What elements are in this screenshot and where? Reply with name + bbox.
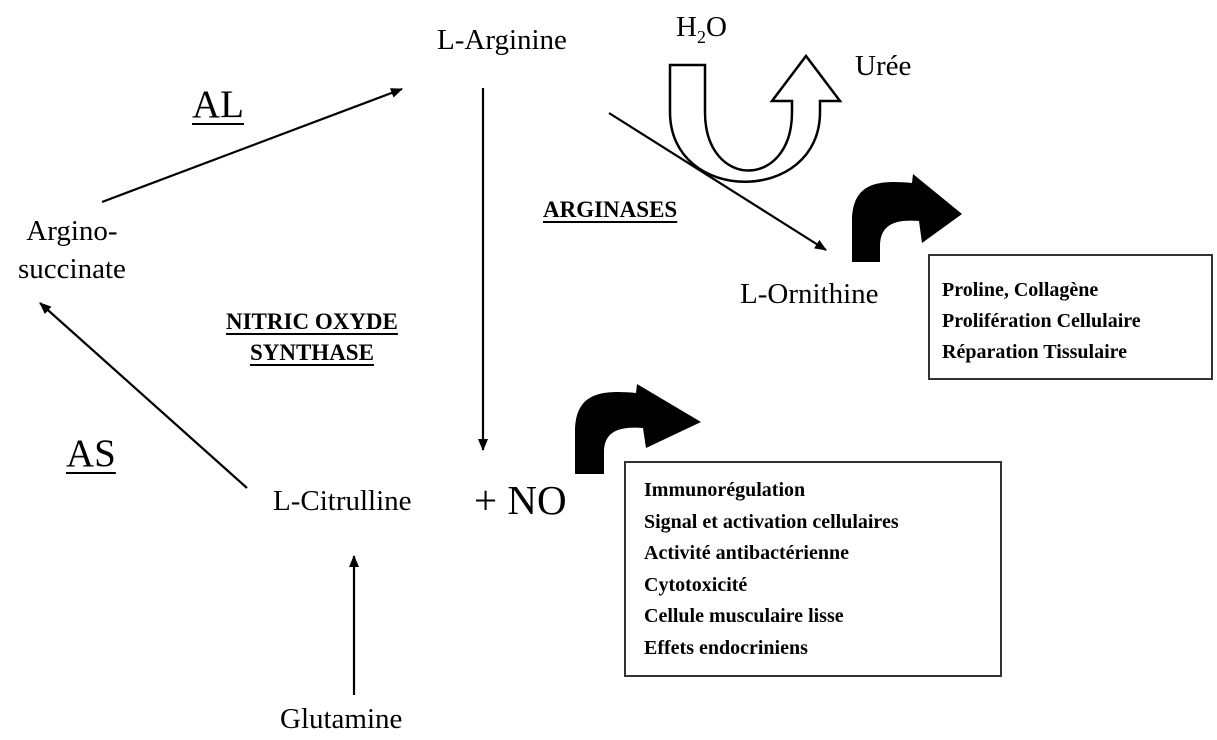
node-no: + NO — [474, 477, 567, 523]
water-subscript: 2 — [696, 26, 706, 47]
no-effect-item: Signal et activation cellulaires — [644, 510, 899, 533]
ornithine-effect-item: Prolifération Cellulaire — [942, 310, 1141, 332]
node-argininosuccinate-line2: succinate — [18, 253, 126, 285]
node-uree: Urée — [855, 50, 912, 82]
node-water: H2O — [676, 13, 727, 46]
node-argininosuccinate: Argino- succinate — [18, 212, 126, 288]
no-effect-item: Effets endocriniens — [644, 636, 808, 659]
node-glutamine: Glutamine — [280, 703, 403, 735]
no-effect-item: Immunorégulation — [644, 479, 806, 501]
ornithine-effects-list: Proline, Collagène Prolifération Cellula… — [942, 275, 1211, 368]
arrow-citrulline-to-argininosuccinate — [39, 302, 248, 489]
ornithine-effect-item: Réparation Tissulaire — [942, 341, 1128, 363]
enzyme-nos-line2: SYNTHASE — [249, 340, 374, 365]
node-arginine: L-Arginine — [437, 24, 567, 56]
ornithine-effect-item: Proline, Collagène — [942, 279, 1099, 301]
node-argininosuccinate-line1: Argino- — [26, 215, 118, 247]
no-effect-item: Cytotoxicité — [644, 573, 748, 596]
enzyme-arginases: ARGINASES — [543, 197, 678, 222]
water-o: O — [705, 11, 727, 43]
curved-arrow-no-icon — [575, 384, 701, 474]
enzyme-al: AL — [192, 83, 244, 126]
arrow-arginine-to-ornithine — [608, 112, 827, 251]
curved-arrow-ornithine-icon — [852, 174, 962, 262]
no-effects-box: Immunorégulation Signal et activation ce… — [624, 461, 1002, 677]
enzyme-nos-line1: NITRIC OXYDE — [226, 309, 398, 334]
enzyme-as: AS — [66, 432, 116, 475]
ornithine-effects-box: Proline, Collagène Prolifération Cellula… — [928, 254, 1213, 380]
node-citrulline: L-Citrulline — [273, 485, 412, 517]
enzyme-nos: NITRIC OXYDE SYNTHASE — [226, 306, 398, 368]
no-effects-list: Immunorégulation Signal et activation ce… — [644, 475, 1000, 664]
hollow-u-arrow-shape — [668, 53, 843, 183]
arrow-argininosuccinate-to-arginine — [101, 87, 403, 204]
no-effect-item: Activité antibactérienne — [644, 542, 849, 564]
no-effect-item: Cellule musculaire lisse — [644, 605, 844, 627]
node-ornithine: L-Ornithine — [740, 278, 879, 310]
water-h: H — [676, 11, 697, 43]
